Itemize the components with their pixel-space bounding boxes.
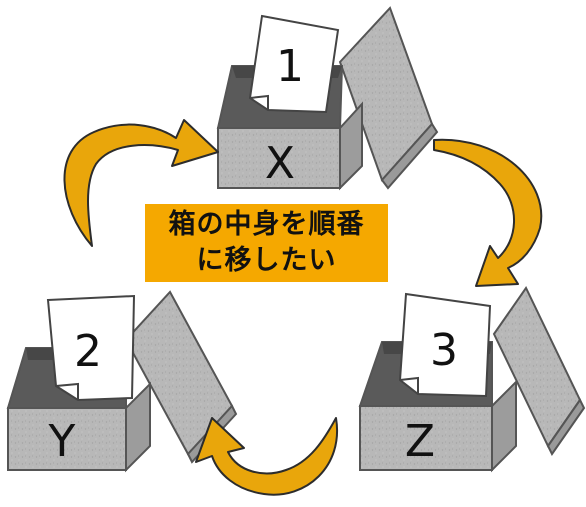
box-y xyxy=(6,290,238,473)
paper-3 xyxy=(398,292,492,398)
arrow-y-to-x xyxy=(63,119,219,247)
caption-box: 箱の中身を順番 に移したい xyxy=(145,204,388,282)
paper-2 xyxy=(46,294,136,402)
paper-1 xyxy=(248,14,340,114)
paper-2-number: 2 xyxy=(74,326,102,377)
caption-line-1: 箱の中身を順番 xyxy=(168,209,365,240)
paper-3-number: 3 xyxy=(430,325,458,376)
arrow-z-to-y xyxy=(195,417,339,496)
box-x-label: X xyxy=(265,138,295,189)
paper-1-number: 1 xyxy=(276,41,304,92)
box-x xyxy=(216,6,439,191)
caption-line-2: に移したい xyxy=(196,245,337,276)
arrow-x-to-z xyxy=(433,138,543,287)
box-z-label: Z xyxy=(405,416,435,467)
box-z xyxy=(358,286,586,473)
box-y-label: Y xyxy=(48,416,76,467)
